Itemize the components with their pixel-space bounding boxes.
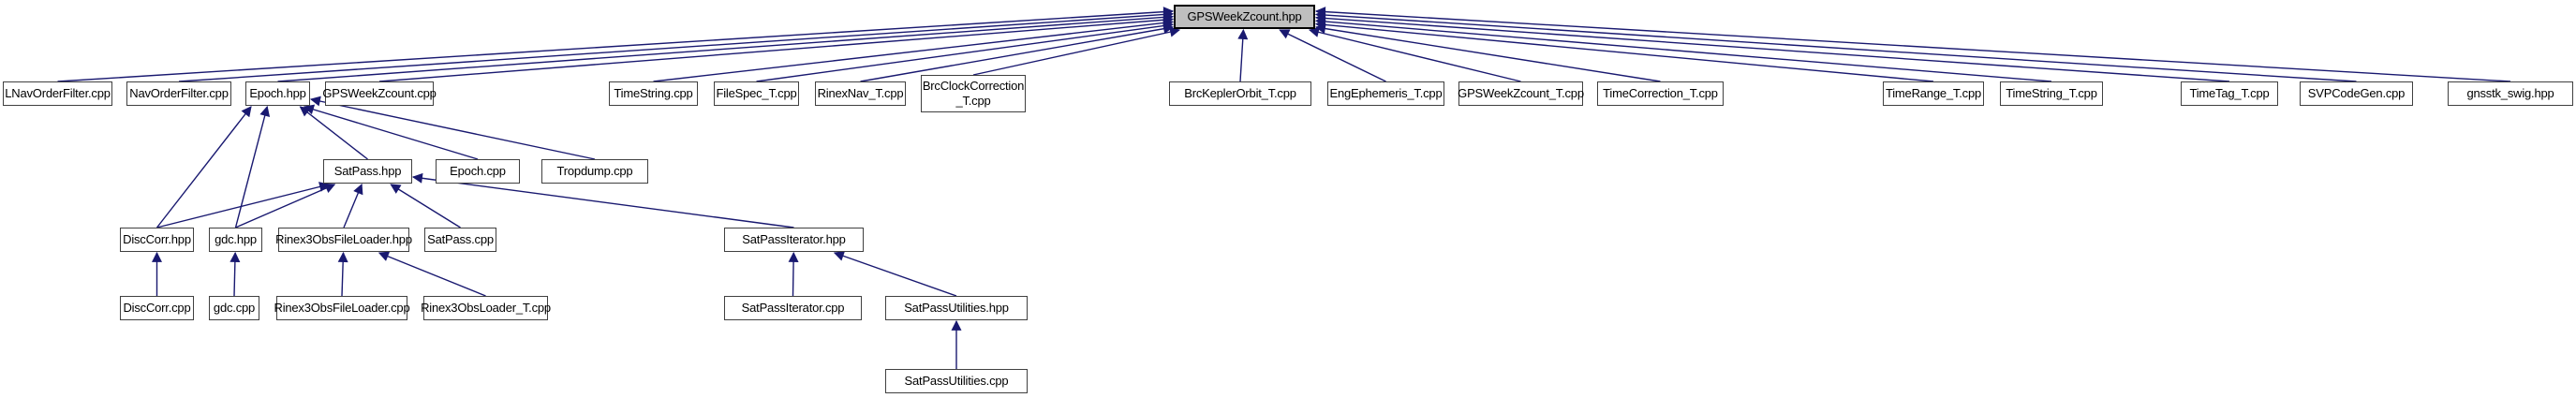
edge xyxy=(1237,28,1249,82)
graph-node-satpassutilities-hpp[interactable]: SatPassUtilities.hpp xyxy=(885,296,1028,320)
edge xyxy=(1314,13,2230,82)
graph-node-gpsweekzcount-t-cpp[interactable]: GPSWeekZcount_T.cpp xyxy=(1458,81,1584,106)
graph-node-timestring-cpp[interactable]: TimeString.cpp xyxy=(609,81,698,106)
edge xyxy=(1308,27,1521,82)
edge xyxy=(972,26,1181,76)
graph-node-satpassutilities-cpp[interactable]: SatPassUtilities.cpp xyxy=(885,369,1028,393)
edge xyxy=(756,21,1175,82)
edge xyxy=(390,184,461,228)
graph-node-rinex3obsfileloader-cpp[interactable]: Rinex3ObsFileLoader.cpp xyxy=(274,296,410,320)
graph-node-lnavorderfilter-cpp[interactable]: LNavOrderFilter.cpp xyxy=(3,81,112,106)
graph-node-timestring-t-cpp[interactable]: TimeString_T.cpp xyxy=(2000,81,2103,106)
edge xyxy=(1314,20,1934,82)
edge xyxy=(411,172,794,228)
edge xyxy=(178,9,1175,82)
edge xyxy=(788,251,799,297)
graph-node-rinexnav-t-cpp[interactable]: RinexNav_T.cpp xyxy=(815,81,906,106)
edge xyxy=(860,23,1175,82)
edge xyxy=(653,17,1175,82)
edge xyxy=(343,183,363,228)
graph-node-timerange-t-cpp[interactable]: TimeRange_T.cpp xyxy=(1883,81,1984,106)
edge xyxy=(1314,7,2511,82)
graph-node-brckeplerorbit-t-cpp[interactable]: BrcKeplerOrbit_T.cpp xyxy=(1169,81,1311,106)
graph-node-filespec-t-cpp[interactable]: FileSpec_T.cpp xyxy=(714,81,799,106)
edge xyxy=(234,105,271,228)
edge xyxy=(833,251,957,297)
edge xyxy=(1314,9,2357,82)
graph-node-satpassiterator-hpp[interactable]: SatPassIterator.hpp xyxy=(724,228,864,252)
graph-node-rinex3obsfileloader-hpp[interactable]: Rinex3ObsFileLoader.hpp xyxy=(275,228,412,252)
graph-node-brcclockcorrection-t-cpp[interactable]: BrcClockCorrection _T.cpp xyxy=(921,75,1026,112)
edge xyxy=(309,96,596,160)
graph-node-tropdump-cpp[interactable]: Tropdump.cpp xyxy=(541,159,648,184)
graph-node-gnsstk-swig-hpp[interactable]: gnsstk_swig.hpp xyxy=(2448,81,2573,106)
edge xyxy=(277,11,1175,82)
edge xyxy=(378,251,486,297)
edge xyxy=(235,183,336,228)
graph-node-gpsweekzcount-cpp[interactable]: GPSWeekZcount.cpp xyxy=(322,81,437,106)
graph-node-svpcodegen-cpp[interactable]: SVPCodeGen.cpp xyxy=(2300,81,2413,106)
graph-node-engephemeris-t-cpp[interactable]: EngEphemeris_T.cpp xyxy=(1327,81,1444,106)
edge xyxy=(155,106,252,228)
edge xyxy=(299,106,368,160)
graph-node-epoch-hpp[interactable]: Epoch.hpp xyxy=(245,81,310,106)
graph-node-epoch-cpp[interactable]: Epoch.cpp xyxy=(436,159,520,184)
graph-node-rinex3obsloader-t-cpp[interactable]: Rinex3ObsLoader_T.cpp xyxy=(421,296,551,320)
graph-node-disccorr-cpp[interactable]: DiscCorr.cpp xyxy=(120,296,194,320)
graph-node-timetag-t-cpp[interactable]: TimeTag_T.cpp xyxy=(2181,81,2278,106)
edge xyxy=(156,182,331,228)
graph-node-satpassiterator-cpp[interactable]: SatPassIterator.cpp xyxy=(724,296,862,320)
edge xyxy=(1314,16,2052,82)
edge xyxy=(229,251,241,297)
edge xyxy=(337,251,348,297)
graph-node-gdc-cpp[interactable]: gdc.cpp xyxy=(209,296,259,320)
edge xyxy=(1314,23,1661,82)
graph-node-disccorr-hpp[interactable]: DiscCorr.hpp xyxy=(120,228,194,252)
edge xyxy=(57,7,1175,82)
edge xyxy=(378,14,1175,82)
graph-node-satpass-cpp[interactable]: SatPass.cpp xyxy=(424,228,496,252)
graph-node-gdc-hpp[interactable]: gdc.hpp xyxy=(209,228,262,252)
edge xyxy=(303,104,479,160)
graph-node-satpass-hpp[interactable]: SatPass.hpp xyxy=(323,159,412,184)
graph-node-navorderfilter-cpp[interactable]: NavOrderFilter.cpp xyxy=(126,81,231,106)
graph-node-timecorrection-t-cpp[interactable]: TimeCorrection_T.cpp xyxy=(1597,81,1724,106)
graph-root-node-gpsweekzcount-hpp: GPSWeekZcount.hpp xyxy=(1174,5,1315,29)
edge xyxy=(1279,29,1386,82)
